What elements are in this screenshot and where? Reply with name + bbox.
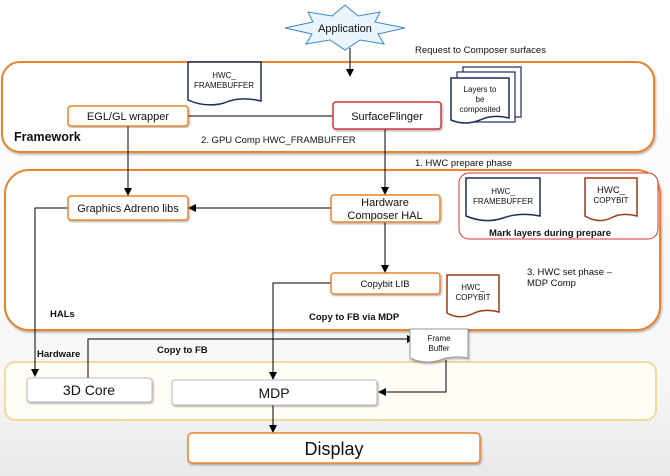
svg-text:HWC_: HWC_ bbox=[212, 71, 236, 80]
hals-label: HALs bbox=[50, 309, 75, 320]
svg-text:Buffer: Buffer bbox=[428, 344, 450, 353]
svg-text:COPYBIT: COPYBIT bbox=[593, 196, 628, 205]
svg-text:FRAMEBUFFER: FRAMEBUFFER bbox=[194, 81, 254, 90]
mark-copybit-doc bbox=[584, 177, 638, 222]
adreno-to-3dcore-arrow bbox=[31, 207, 68, 377]
svg-text:SurfaceFlinger: SurfaceFlinger bbox=[351, 111, 423, 123]
fb-to-mdp-arrow bbox=[378, 360, 447, 396]
copybit-lib-box: Copybit LIB bbox=[330, 272, 441, 295]
svg-text:Frame: Frame bbox=[427, 334, 451, 343]
prepare-phase-label: 1. HWC prepare phase bbox=[415, 158, 512, 169]
copybit-to-mdp-arrow bbox=[269, 282, 331, 380]
svg-text:Mark layers during prepare: Mark layers during prepare bbox=[489, 228, 611, 239]
application-label: Application bbox=[318, 23, 372, 35]
hardware-label: Hardware bbox=[37, 349, 80, 360]
svg-text:COPYBIT: COPYBIT bbox=[455, 293, 490, 302]
svg-text:Layers to: Layers to bbox=[464, 85, 497, 94]
hardware-composer-hal-box: Hardware Composer HAL bbox=[330, 194, 441, 223]
frame-buffer-doc: Frame Buffer bbox=[409, 328, 469, 363]
svg-text:HWC_: HWC_ bbox=[491, 187, 515, 196]
svg-text:3D Core: 3D Core bbox=[63, 382, 115, 398]
mark-fb-doc bbox=[465, 177, 541, 222]
mdp-box: MDP bbox=[171, 379, 378, 406]
svg-text:Composer HAL: Composer HAL bbox=[347, 210, 422, 222]
egl-gl-wrapper-box: EGL/GL wrapper bbox=[67, 105, 189, 127]
request-label: Request to Composer surfaces bbox=[415, 45, 546, 56]
hwc-framebuffer-doc: HWC_ FRAMEBUFFER bbox=[187, 61, 262, 106]
svg-text:MDP: MDP bbox=[258, 385, 289, 401]
hwc-copybit-doc: HWC_ COPYBIT bbox=[446, 274, 500, 318]
application-node: Application bbox=[284, 4, 406, 51]
mark-layers-box: HWC_ FRAMEBUFFER HWC_ COPYBIT Mark layer… bbox=[458, 172, 659, 240]
set-phase-label-1: 3. HWC set phase – bbox=[527, 267, 613, 278]
3d-core-box: 3D Core bbox=[26, 377, 153, 403]
set-phase-label-2: MDP Comp bbox=[527, 278, 576, 289]
svg-text:Display: Display bbox=[304, 439, 363, 459]
layers-to-be-composited-doc: Layers to be composited bbox=[450, 66, 522, 124]
svg-text:HWC_: HWC_ bbox=[461, 283, 485, 292]
display-box: Display bbox=[187, 432, 481, 464]
copy-via-mdp-label: Copy to FB via MDP bbox=[309, 312, 400, 323]
framework-label: Framework bbox=[14, 130, 81, 144]
graphics-adreno-libs-box: Graphics Adreno libs bbox=[67, 195, 189, 221]
3dcore-to-fb-arrow bbox=[87, 335, 415, 378]
surfaceflinger-box: SurfaceFlinger bbox=[332, 101, 442, 130]
svg-text:Graphics Adreno libs: Graphics Adreno libs bbox=[77, 203, 179, 215]
svg-text:FRAMEBUFFER: FRAMEBUFFER bbox=[473, 197, 533, 206]
copy-to-fb-label: Copy to FB bbox=[157, 345, 208, 356]
svg-text:EGL/GL wrapper: EGL/GL wrapper bbox=[87, 111, 169, 123]
gpu-comp-label: 2. GPU Comp HWC_FRAMBUFFER bbox=[201, 135, 356, 146]
svg-text:HWC_: HWC_ bbox=[597, 185, 626, 196]
svg-text:composited: composited bbox=[460, 105, 501, 114]
svg-text:Hardware: Hardware bbox=[361, 197, 409, 209]
svg-text:be: be bbox=[476, 95, 485, 104]
svg-text:Copybit LIB: Copybit LIB bbox=[360, 279, 409, 290]
